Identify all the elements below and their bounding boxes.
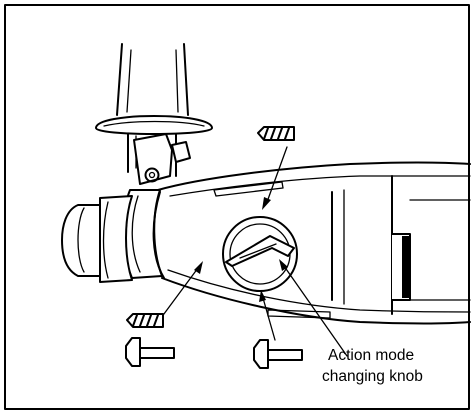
drill-bit-icon — [257, 126, 295, 141]
pointer-arrows — [157, 146, 348, 357]
callout-label-line2: changing knob — [322, 368, 423, 385]
chisel-icon — [125, 337, 175, 367]
callout-label-line1: Action mode — [328, 347, 414, 364]
chuck-nose — [61, 195, 133, 283]
action-mode-knob — [222, 216, 298, 292]
figure-frame — [4, 4, 470, 410]
drill-body — [152, 161, 471, 325]
chisel-icon — [253, 339, 303, 369]
drill-bit-icon — [126, 313, 164, 328]
side-handle — [95, 43, 213, 185]
